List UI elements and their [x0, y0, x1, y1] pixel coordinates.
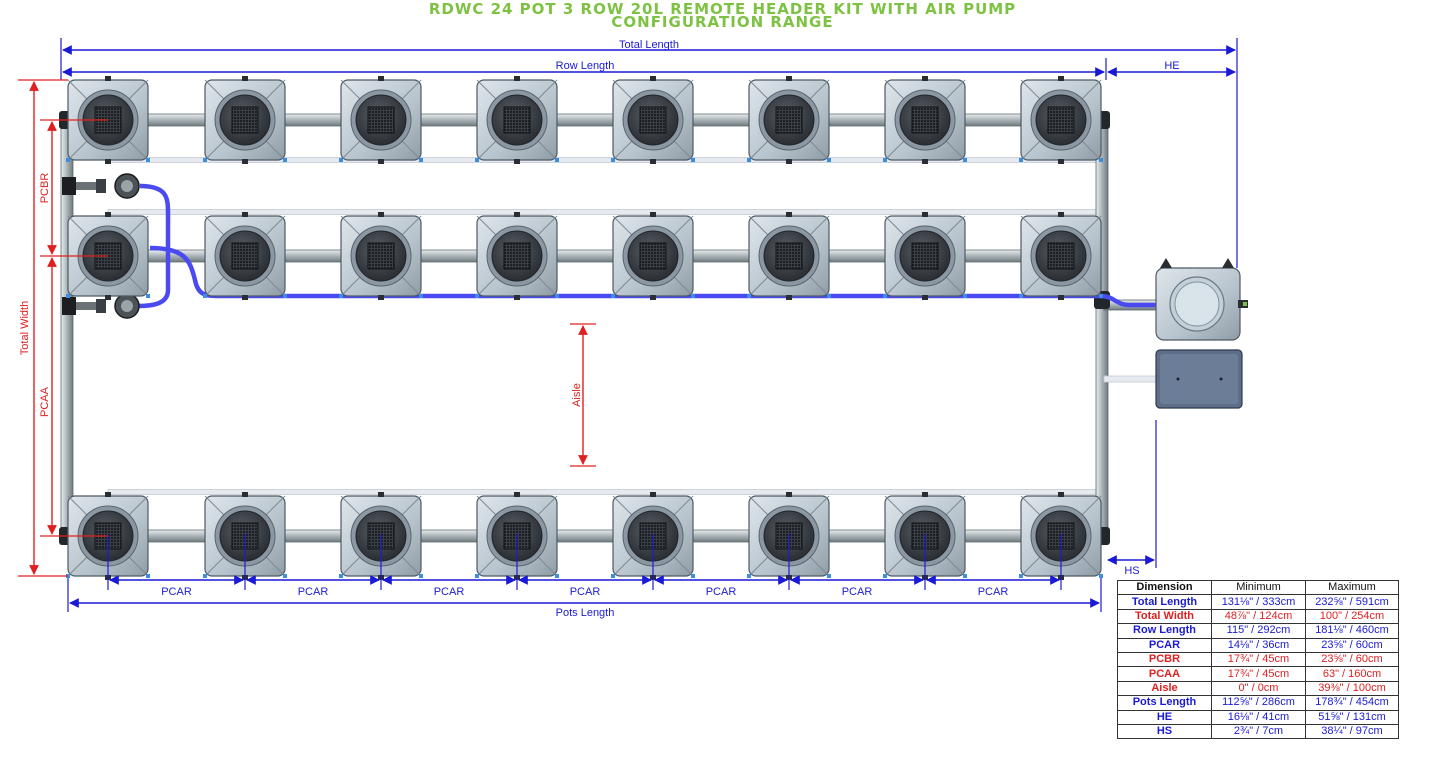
dimension-name: Row Length	[1117, 623, 1212, 639]
maximum-value: 63" / 160cm	[1305, 666, 1399, 682]
dimension-name: HS	[1117, 723, 1212, 740]
pcar-label: PCAR	[978, 586, 1009, 598]
pcar-label: PCAR	[161, 586, 192, 598]
hs-label: HS	[1124, 565, 1139, 577]
pot-icon	[339, 212, 423, 300]
minimum-value: 17¾" / 45cm	[1211, 666, 1306, 682]
pot-icon	[1019, 212, 1103, 300]
header-return-line	[1103, 375, 1161, 383]
valve-icon	[62, 173, 140, 199]
pot-icon	[747, 76, 831, 164]
pot-icon	[883, 76, 967, 164]
return-line	[107, 209, 1101, 215]
right-manifold-pipe	[1095, 119, 1109, 537]
valve-icon	[62, 293, 140, 319]
minimum-value: 115" / 292cm	[1211, 623, 1306, 639]
pot-icon	[611, 76, 695, 164]
return-line	[107, 489, 1101, 495]
dimension-name: PCAR	[1117, 637, 1212, 653]
maximum-value: 100" / 254cm	[1305, 608, 1399, 625]
maximum-value: 232⅝" / 591cm	[1305, 594, 1399, 610]
dimension-name: HE	[1117, 709, 1212, 725]
pot-icon	[475, 212, 559, 300]
total-width-label: Total Width	[19, 301, 31, 355]
aisle-label: Aisle	[571, 383, 583, 407]
pcar-label: PCAR	[842, 586, 873, 598]
dimension-name: PCBR	[1117, 651, 1212, 668]
pots-length-label: Pots Length	[556, 607, 615, 619]
column-header: Minimum	[1211, 579, 1306, 596]
column-header: Dimension	[1117, 579, 1212, 596]
dimension-name: Pots Length	[1117, 695, 1212, 711]
pcar-label: PCAR	[298, 586, 329, 598]
pcaa-label: PCAA	[39, 386, 51, 417]
minimum-value: 112⅝" / 286cm	[1211, 695, 1306, 711]
minimum-value: 14⅛" / 36cm	[1211, 637, 1306, 653]
air-pump-icon	[1155, 349, 1243, 409]
maximum-value: 38¼" / 97cm	[1305, 723, 1399, 740]
title-line-2: CONFIGURATION RANGE	[611, 13, 834, 31]
maximum-value: 51⅝" / 131cm	[1305, 709, 1399, 725]
pot-icon	[203, 212, 287, 300]
maximum-value: 181⅛" / 460cm	[1305, 623, 1399, 639]
maximum-value: 39⅜" / 100cm	[1305, 680, 1399, 697]
table-header-row: Dimension Minimum Maximum	[1117, 579, 1399, 596]
pot-icon	[611, 492, 695, 580]
air-hose	[137, 183, 171, 309]
minimum-value: 48⅞" / 124cm	[1211, 608, 1306, 625]
column-header: Maximum	[1305, 579, 1399, 596]
minimum-value: 131⅛" / 333cm	[1211, 594, 1306, 610]
pot-icon	[203, 76, 287, 164]
pot-icon	[883, 212, 967, 300]
minimum-value: 0" / 0cm	[1211, 680, 1306, 697]
minimum-value: 2¾" / 7cm	[1211, 723, 1306, 740]
pot-icon	[747, 212, 831, 300]
pcbr-label: PCBR	[39, 173, 51, 204]
he-label: HE	[1164, 60, 1179, 72]
maximum-value: 23⅝" / 60cm	[1305, 637, 1399, 653]
minimum-value: 16⅛" / 41cm	[1211, 709, 1306, 725]
pot-icon	[883, 492, 967, 580]
row-length-label: Row Length	[556, 60, 615, 72]
pot-icon	[475, 76, 559, 164]
pot-icon	[339, 76, 423, 164]
maximum-value: 23⅝" / 60cm	[1305, 651, 1399, 668]
pot-icon	[1019, 76, 1103, 164]
pcar-label: PCAR	[706, 586, 737, 598]
dimension-name: Total Width	[1117, 608, 1212, 625]
pcar-label: PCAR	[434, 586, 465, 598]
title-line-1: RDWC 24 POT 3 ROW 20L REMOTE HEADER KIT …	[428, 0, 1017, 18]
pot-icon	[611, 212, 695, 300]
minimum-value: 17¾" / 45cm	[1211, 651, 1306, 668]
dimension-name: Aisle	[1117, 680, 1212, 697]
total-length-label: Total Length	[619, 39, 679, 51]
dimension-name: Total Length	[1117, 594, 1212, 610]
header-tank-icon	[1155, 258, 1248, 341]
pcar-label: PCAR	[570, 586, 601, 598]
dimension-name: PCAA	[1117, 666, 1212, 682]
maximum-value: 178¾" / 454cm	[1305, 695, 1399, 711]
